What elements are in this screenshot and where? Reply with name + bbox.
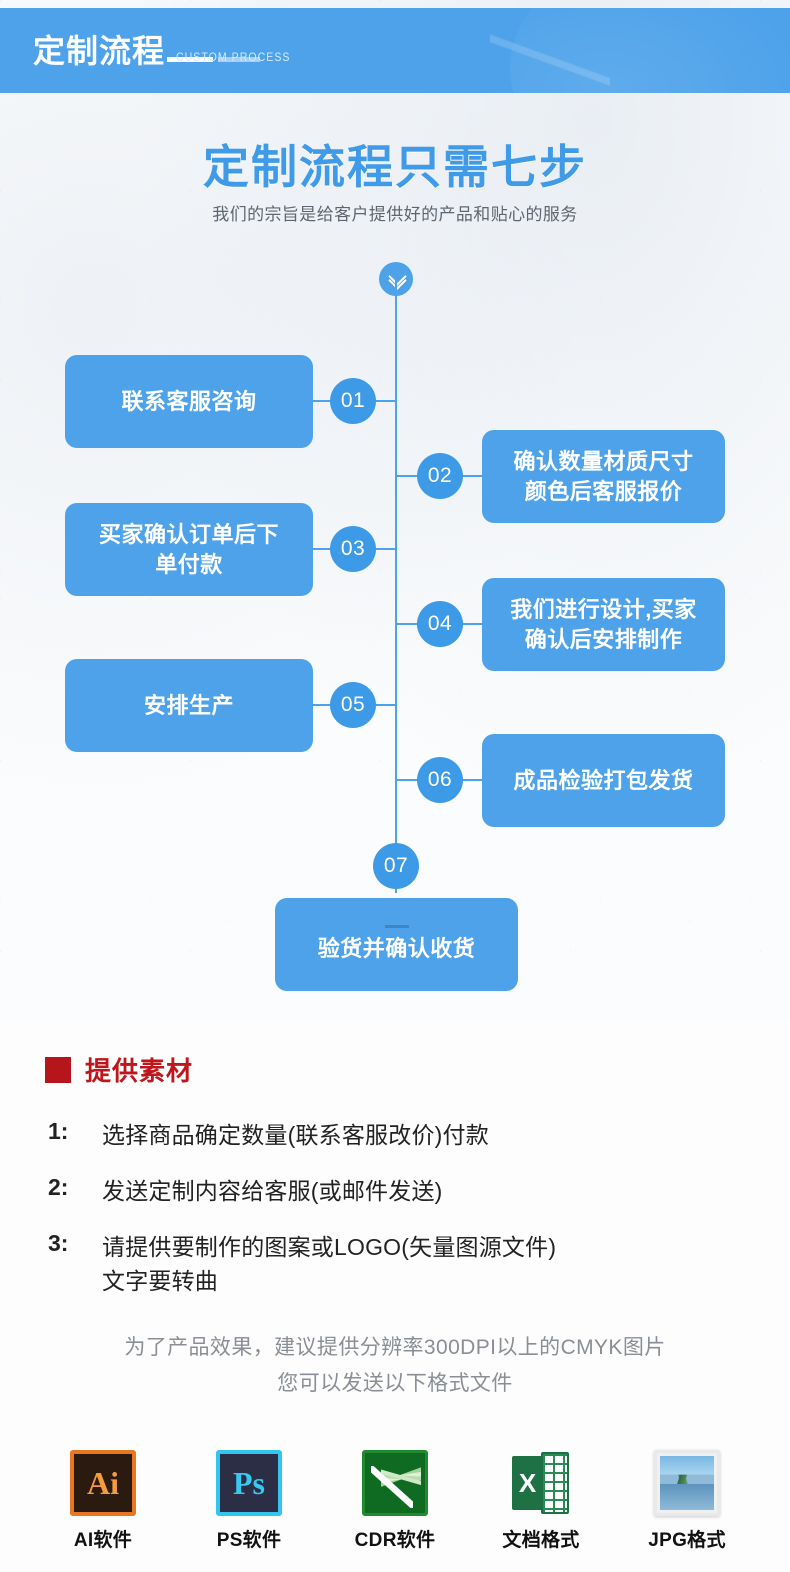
flow-step-badge-01: 01 (330, 378, 376, 424)
materials-note: 为了产品效果，建议提供分辨率300DPI以上的CMYK图片 您可以发送以下格式文… (0, 1330, 790, 1402)
format-label: AI软件 (73, 1530, 133, 1551)
flow-step-badge-02: 02 (417, 453, 463, 499)
connector-line (313, 548, 332, 550)
flow-step-badge-05: 05 (330, 682, 376, 728)
banner-decor-circle (510, 8, 790, 93)
jpg-photo-thumbnail (660, 1456, 714, 1510)
connector-line (461, 623, 484, 625)
format-label: 文档格式 (502, 1530, 580, 1551)
banner-subtitle: CUSTOM PROCESS (176, 52, 291, 64)
list-item: 2: 发送定制内容给客服(或邮件发送) (48, 1174, 748, 1208)
section-header-materials: 提供素材 (45, 1051, 193, 1088)
connector-line (376, 400, 397, 402)
connector-line (313, 704, 332, 706)
connector-line (396, 779, 419, 781)
format-item-doc: X 文档格式 (495, 1450, 587, 1552)
banner-rule-white (167, 57, 214, 62)
list-item-text: 选择商品确定数量(联系客服改价)付款 (102, 1122, 489, 1148)
ps-glyph: Ps (233, 1464, 265, 1501)
header-banner: 定制流程 CUSTOM PROCESS (0, 8, 790, 93)
format-item-ps: Ps PS软件 (203, 1450, 295, 1552)
excel-x-panel: X (512, 1456, 543, 1510)
connector-line (396, 475, 419, 477)
format-item-cdr: CDR软件 (349, 1450, 441, 1552)
ai-glyph: Ai (87, 1464, 119, 1501)
list-item-text: 发送定制内容给客服(或邮件发送) (102, 1178, 443, 1204)
flow-step-box-06[interactable]: 成品检验打包发货 (482, 734, 725, 827)
banner-decor-stroke (490, 8, 610, 93)
format-label: PS软件 (216, 1530, 282, 1551)
connector-line (376, 548, 397, 550)
flow-step-box-05[interactable]: 安排生产 (65, 659, 313, 752)
materials-list: 1: 选择商品确定数量(联系客服改价)付款 2: 发送定制内容给客服(或邮件发送… (48, 1118, 748, 1320)
list-item-number: 2: (48, 1174, 69, 1200)
red-square-bullet-icon (45, 1056, 71, 1083)
flow-step-box-02[interactable]: 确认数量材质尺寸颜色后客服报价 (482, 430, 725, 523)
connector-line (376, 704, 397, 706)
excel-glyph: X (518, 1467, 537, 1498)
list-item: 3: 请提供要制作的图案或LOGO(矢量图源文件)文字要转曲 (48, 1230, 748, 1298)
flow-step-box-04[interactable]: 我们进行设计,买家确认后安排制作 (482, 578, 725, 671)
flow-step-box-07-label: 验货并确认收货 (317, 936, 476, 961)
connector-line (396, 623, 419, 625)
excel-grid-panel (541, 1452, 569, 1514)
page-subtitle: 我们的宗旨是给客户提供好的产品和贴心的服务 (212, 205, 578, 224)
banner-title-group: 定制流程 (33, 32, 261, 70)
connector-line (461, 779, 484, 781)
connector-line (313, 400, 332, 402)
coreldraw-icon (362, 1450, 428, 1516)
box-tick-mark (384, 925, 409, 928)
page-title: 定制流程只需七步 (203, 141, 587, 193)
connector-line (461, 475, 484, 477)
banner-title: 定制流程 (33, 33, 166, 69)
cdr-pen-shape (371, 1466, 413, 1508)
list-item: 1: 选择商品确定数量(联系客服改价)付款 (48, 1118, 748, 1152)
adobe-photoshop-icon: Ps (216, 1450, 282, 1516)
format-item-jpg: JPG格式 (641, 1450, 733, 1552)
flow-step-badge-07: 07 (373, 843, 419, 889)
banner-rule-group (167, 57, 261, 62)
adobe-illustrator-icon: Ai (70, 1450, 136, 1516)
jpg-photo-icon (654, 1450, 720, 1516)
list-item-text: 请提供要制作的图案或LOGO(矢量图源文件)文字要转曲 (102, 1234, 557, 1294)
materials-note-line2: 您可以发送以下格式文件 (277, 1372, 513, 1395)
flow-step-box-07[interactable]: 验货并确认收货 (275, 898, 518, 991)
banner-rule-light (218, 57, 261, 62)
flow-step-box-03[interactable]: 买家确认订单后下单付款 (65, 503, 313, 596)
list-item-number: 3: (48, 1230, 69, 1256)
flow-step-box-01[interactable]: 联系客服咨询 (65, 355, 313, 448)
flow-step-badge-03: 03 (330, 526, 376, 572)
section-title-text: 提供素材 (85, 1056, 194, 1086)
format-item-ai: Ai AI软件 (57, 1450, 149, 1552)
format-label: CDR软件 (354, 1530, 436, 1551)
list-item-number: 1: (48, 1118, 69, 1144)
excel-document-icon: X (508, 1450, 574, 1516)
format-label: JPG格式 (648, 1530, 726, 1551)
file-format-list: Ai AI软件 Ps PS软件 CDR软件 X 文档格式 (0, 1450, 790, 1552)
flow-step-badge-06: 06 (417, 757, 463, 803)
flow-step-badge-04: 04 (417, 601, 463, 647)
materials-note-line1: 为了产品效果，建议提供分辨率300DPI以上的CMYK图片 (124, 1336, 666, 1359)
flow-spine-line (395, 278, 397, 893)
